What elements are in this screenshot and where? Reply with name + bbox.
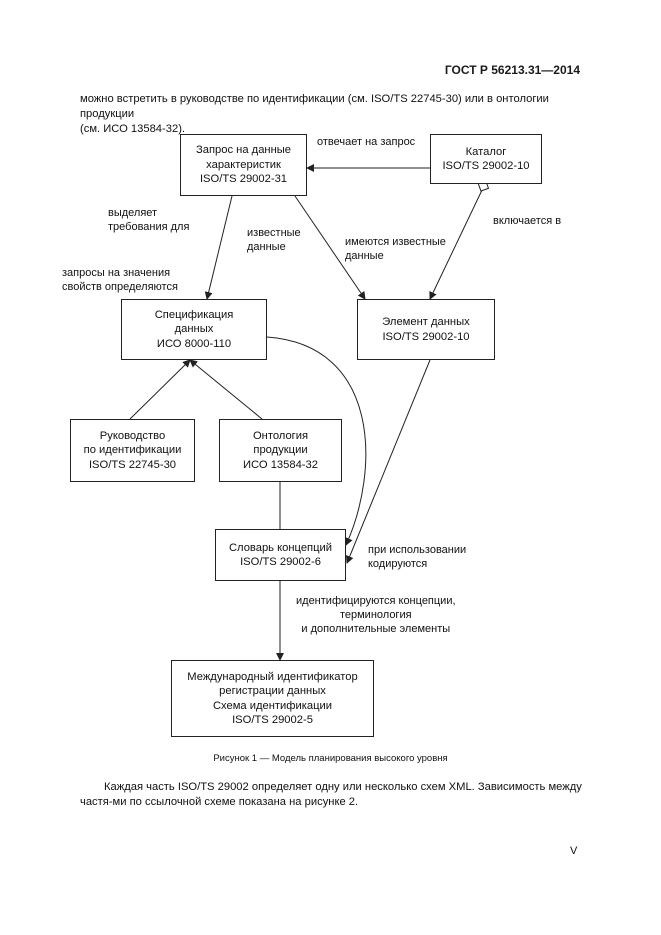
box-identifier-line-4: ISO/TS 29002-5 xyxy=(232,714,313,726)
box-ontology-line-3: ИСО 13584-32 xyxy=(243,458,318,471)
page-number: V xyxy=(570,845,578,857)
box-guide-line-1: Руководство xyxy=(99,429,166,442)
arrow-element-to-dictionary xyxy=(345,359,431,564)
box-guide-line-3: ISO/TS 22745-30 xyxy=(88,458,177,471)
box-identifier-line-2: регистрации данных xyxy=(219,685,326,697)
intro-line-2: (см. ИСО 13584-32). xyxy=(80,123,186,135)
arrow-ontology-to-spec xyxy=(189,359,263,420)
box-element-line-2: ISO/TS 29002-10 xyxy=(382,330,470,343)
box-spec-line-1: Спецификация xyxy=(154,308,234,321)
box-ontology-line-2: продукции xyxy=(253,444,308,457)
arrow-query-to-spec xyxy=(204,195,233,300)
box-ontology: Онтология продукции ИСО 13584-32 xyxy=(219,419,342,482)
label-when-used-line-1: при использовании xyxy=(368,544,467,556)
box-query-line-3: ISO/TS 29002-31 xyxy=(199,173,288,186)
box-identifier: Международный идентификатор регистрации … xyxy=(171,660,374,737)
box-identifier-line-3: Схема идентификации xyxy=(212,699,333,712)
label-identify: идентифицируются концепции, терминология… xyxy=(296,594,456,636)
arrow-catalog-to-element xyxy=(429,187,484,300)
box-spec: Спецификация данных ИСО 8000-110 xyxy=(121,299,267,360)
label-allocates-line-1: выделяет xyxy=(108,207,158,219)
label-identify-line-2: терминология xyxy=(339,609,412,621)
label-when-used-line-2: кодируются xyxy=(368,558,428,570)
box-spec-line-2: данных xyxy=(174,323,214,336)
box-identifier-line-1: Международный идентификатор xyxy=(187,670,358,683)
label-included: включается в xyxy=(493,215,562,227)
label-allocates-line-2: требования для xyxy=(108,221,190,233)
box-dictionary-line-2: ISO/TS 29002-6 xyxy=(240,556,321,568)
document-header: ГОСТ Р 56213.31—2014 xyxy=(444,63,580,77)
box-element-line-1: Элемент данных xyxy=(382,316,470,328)
label-queries-line-1: запросы на значения xyxy=(62,267,171,279)
label-identify-line-1: идентифицируются концепции, xyxy=(296,595,456,607)
label-have-known-line-2: данные xyxy=(345,250,384,262)
box-query: Запрос на данные характеристик ISO/TS 29… xyxy=(180,134,307,196)
box-dictionary: Словарь концепций ISO/TS 29002-6 xyxy=(215,529,346,581)
box-query-line-1: Запрос на данные xyxy=(195,144,292,157)
box-query-line-2: характеристик xyxy=(206,158,281,171)
label-known-line-2: данные xyxy=(247,241,286,253)
arrow-query-to-element xyxy=(294,195,366,300)
label-when-used: при использовании кодируются xyxy=(368,543,466,571)
label-queries: запросы на значения свойств определяются xyxy=(62,266,178,294)
box-catalog: Каталог ISO/TS 29002-10 xyxy=(430,134,542,184)
label-allocates: выделяет требования для xyxy=(108,206,189,234)
box-element: Элемент данных ISO/TS 29002-10 xyxy=(357,299,495,360)
box-spec-line-3: ИСО 8000-110 xyxy=(156,337,232,350)
arrow-spec-to-dictionary xyxy=(266,336,367,546)
label-have-known: имеются известные данные xyxy=(345,235,446,263)
box-catalog-line-2: ISO/TS 29002-10 xyxy=(442,160,530,172)
box-ontology-line-1: Онтология xyxy=(252,429,309,442)
box-guide: Руководство по идентификации ISO/TS 2274… xyxy=(70,419,195,482)
box-dictionary-line-1: Словарь концепций xyxy=(228,541,333,554)
label-have-known-line-1: имеются известные xyxy=(345,236,446,248)
box-guide-line-2: по идентификации xyxy=(83,444,182,457)
figure-caption: Рисунок 1 — Модель планирования высокого… xyxy=(213,753,448,764)
label-known-line-1: известные xyxy=(247,227,301,239)
intro-line-1: можно встретить в руководстве по идентиф… xyxy=(80,93,549,120)
label-identify-line-3: и дополнительные элементы xyxy=(301,623,451,635)
box-catalog-line-1: Каталог xyxy=(465,145,507,158)
label-known: известные данные xyxy=(247,226,301,254)
label-responds: отвечает на запрос xyxy=(317,136,416,148)
label-queries-line-2: свойств определяются xyxy=(62,281,178,293)
body-paragraph: Каждая часть ISO/TS 29002 определяет одн… xyxy=(80,781,582,808)
intro-text: можно встретить в руководстве по идентиф… xyxy=(80,92,585,137)
arrow-guide-to-spec xyxy=(129,359,191,420)
